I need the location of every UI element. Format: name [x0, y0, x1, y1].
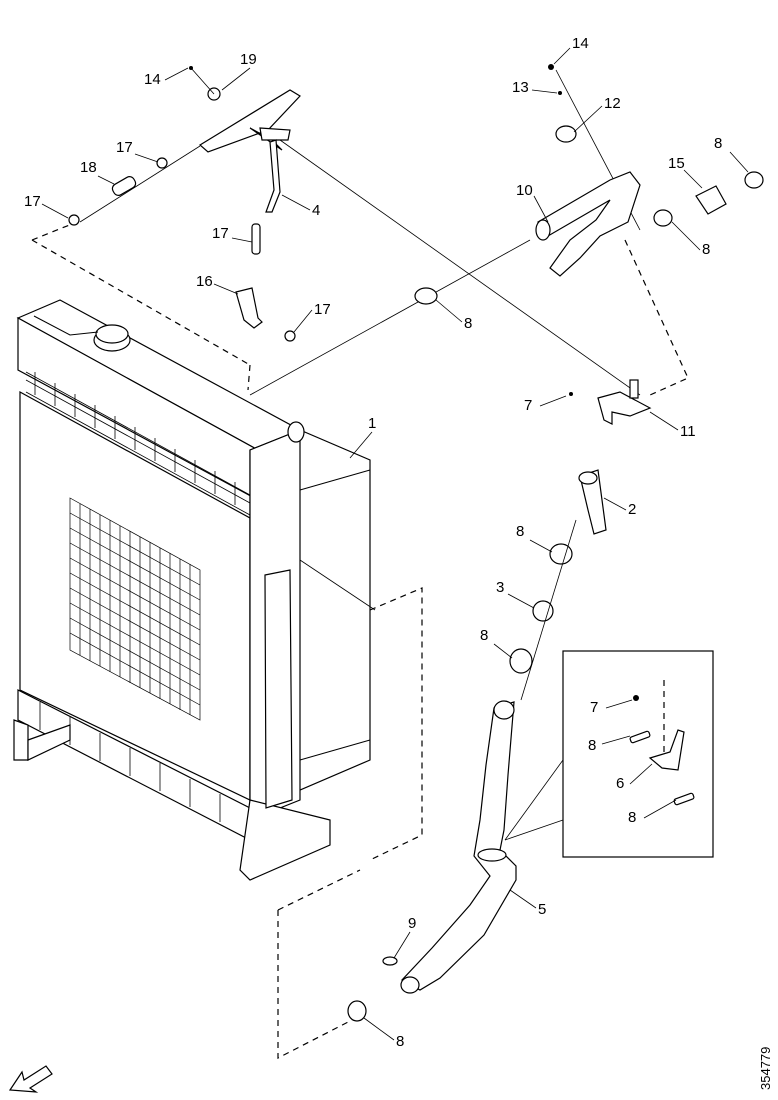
callout-label: 8: [714, 135, 722, 152]
figure-id: 354779: [758, 1047, 773, 1090]
callout-label: 13: [512, 79, 529, 96]
callout-label: 15: [668, 155, 685, 172]
upper-hardware: [68, 64, 764, 425]
callout-label: 9: [408, 915, 416, 932]
callout-label: 12: [604, 95, 621, 112]
callout-label: 8: [516, 523, 524, 540]
callout-label: 7: [590, 699, 598, 716]
callout-label: 16: [196, 273, 213, 290]
callout-label: 14: [144, 71, 161, 88]
detail-inset: [504, 650, 714, 858]
callout-label: 8: [464, 315, 472, 332]
callout-label: 14: [572, 35, 589, 52]
callout-label: 8: [628, 809, 636, 826]
callout-label: 8: [588, 737, 596, 754]
callout-label: 10: [516, 182, 533, 199]
callout-label: 7: [524, 397, 532, 414]
callout-label: 3: [496, 579, 504, 596]
callout-label: 2: [628, 501, 636, 518]
callout-label: 17: [24, 193, 41, 210]
callout-label: 6: [616, 775, 624, 792]
callout-label: 4: [312, 202, 320, 219]
callout-labels: 19 14 17 18 17 4 17 16 17 8 14 13 12 8 1…: [24, 35, 749, 1050]
callout-label: 8: [702, 241, 710, 258]
lower-hose-assembly: [347, 469, 607, 1022]
callout-label: 17: [314, 301, 331, 318]
callout-label: 5: [538, 901, 546, 918]
callout-label: 11: [680, 423, 696, 440]
callout-label: 19: [240, 51, 257, 68]
callout-label: 17: [212, 225, 229, 242]
callout-label: 1: [368, 415, 376, 432]
arrow-down-left-icon: [8, 1065, 53, 1093]
radiator-assembly: [13, 299, 371, 881]
callout-label: 8: [480, 627, 488, 644]
callout-label: 18: [80, 159, 97, 176]
radiator-core-mesh: [69, 497, 201, 721]
callout-label: 17: [116, 139, 133, 156]
callout-label: 8: [396, 1033, 404, 1050]
